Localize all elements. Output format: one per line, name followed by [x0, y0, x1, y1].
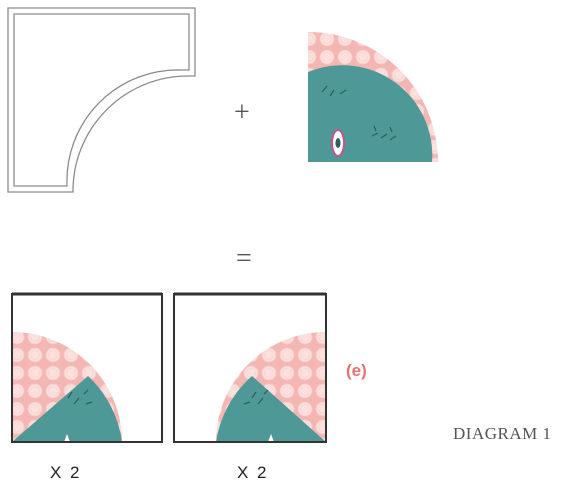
left-count-label: X 2 — [50, 463, 82, 482]
piece-marker-label: (e) — [346, 361, 367, 380]
plus-sign: + — [234, 97, 250, 128]
equals-sign: = — [236, 243, 252, 274]
block-left — [11, 292, 163, 443]
diagram-title: DIAGRAM 1 — [453, 424, 552, 443]
template-outline — [7, 7, 196, 193]
block-right — [173, 292, 327, 443]
right-count-label: X 2 — [237, 463, 269, 482]
quarter-circle-piece — [308, 32, 438, 162]
